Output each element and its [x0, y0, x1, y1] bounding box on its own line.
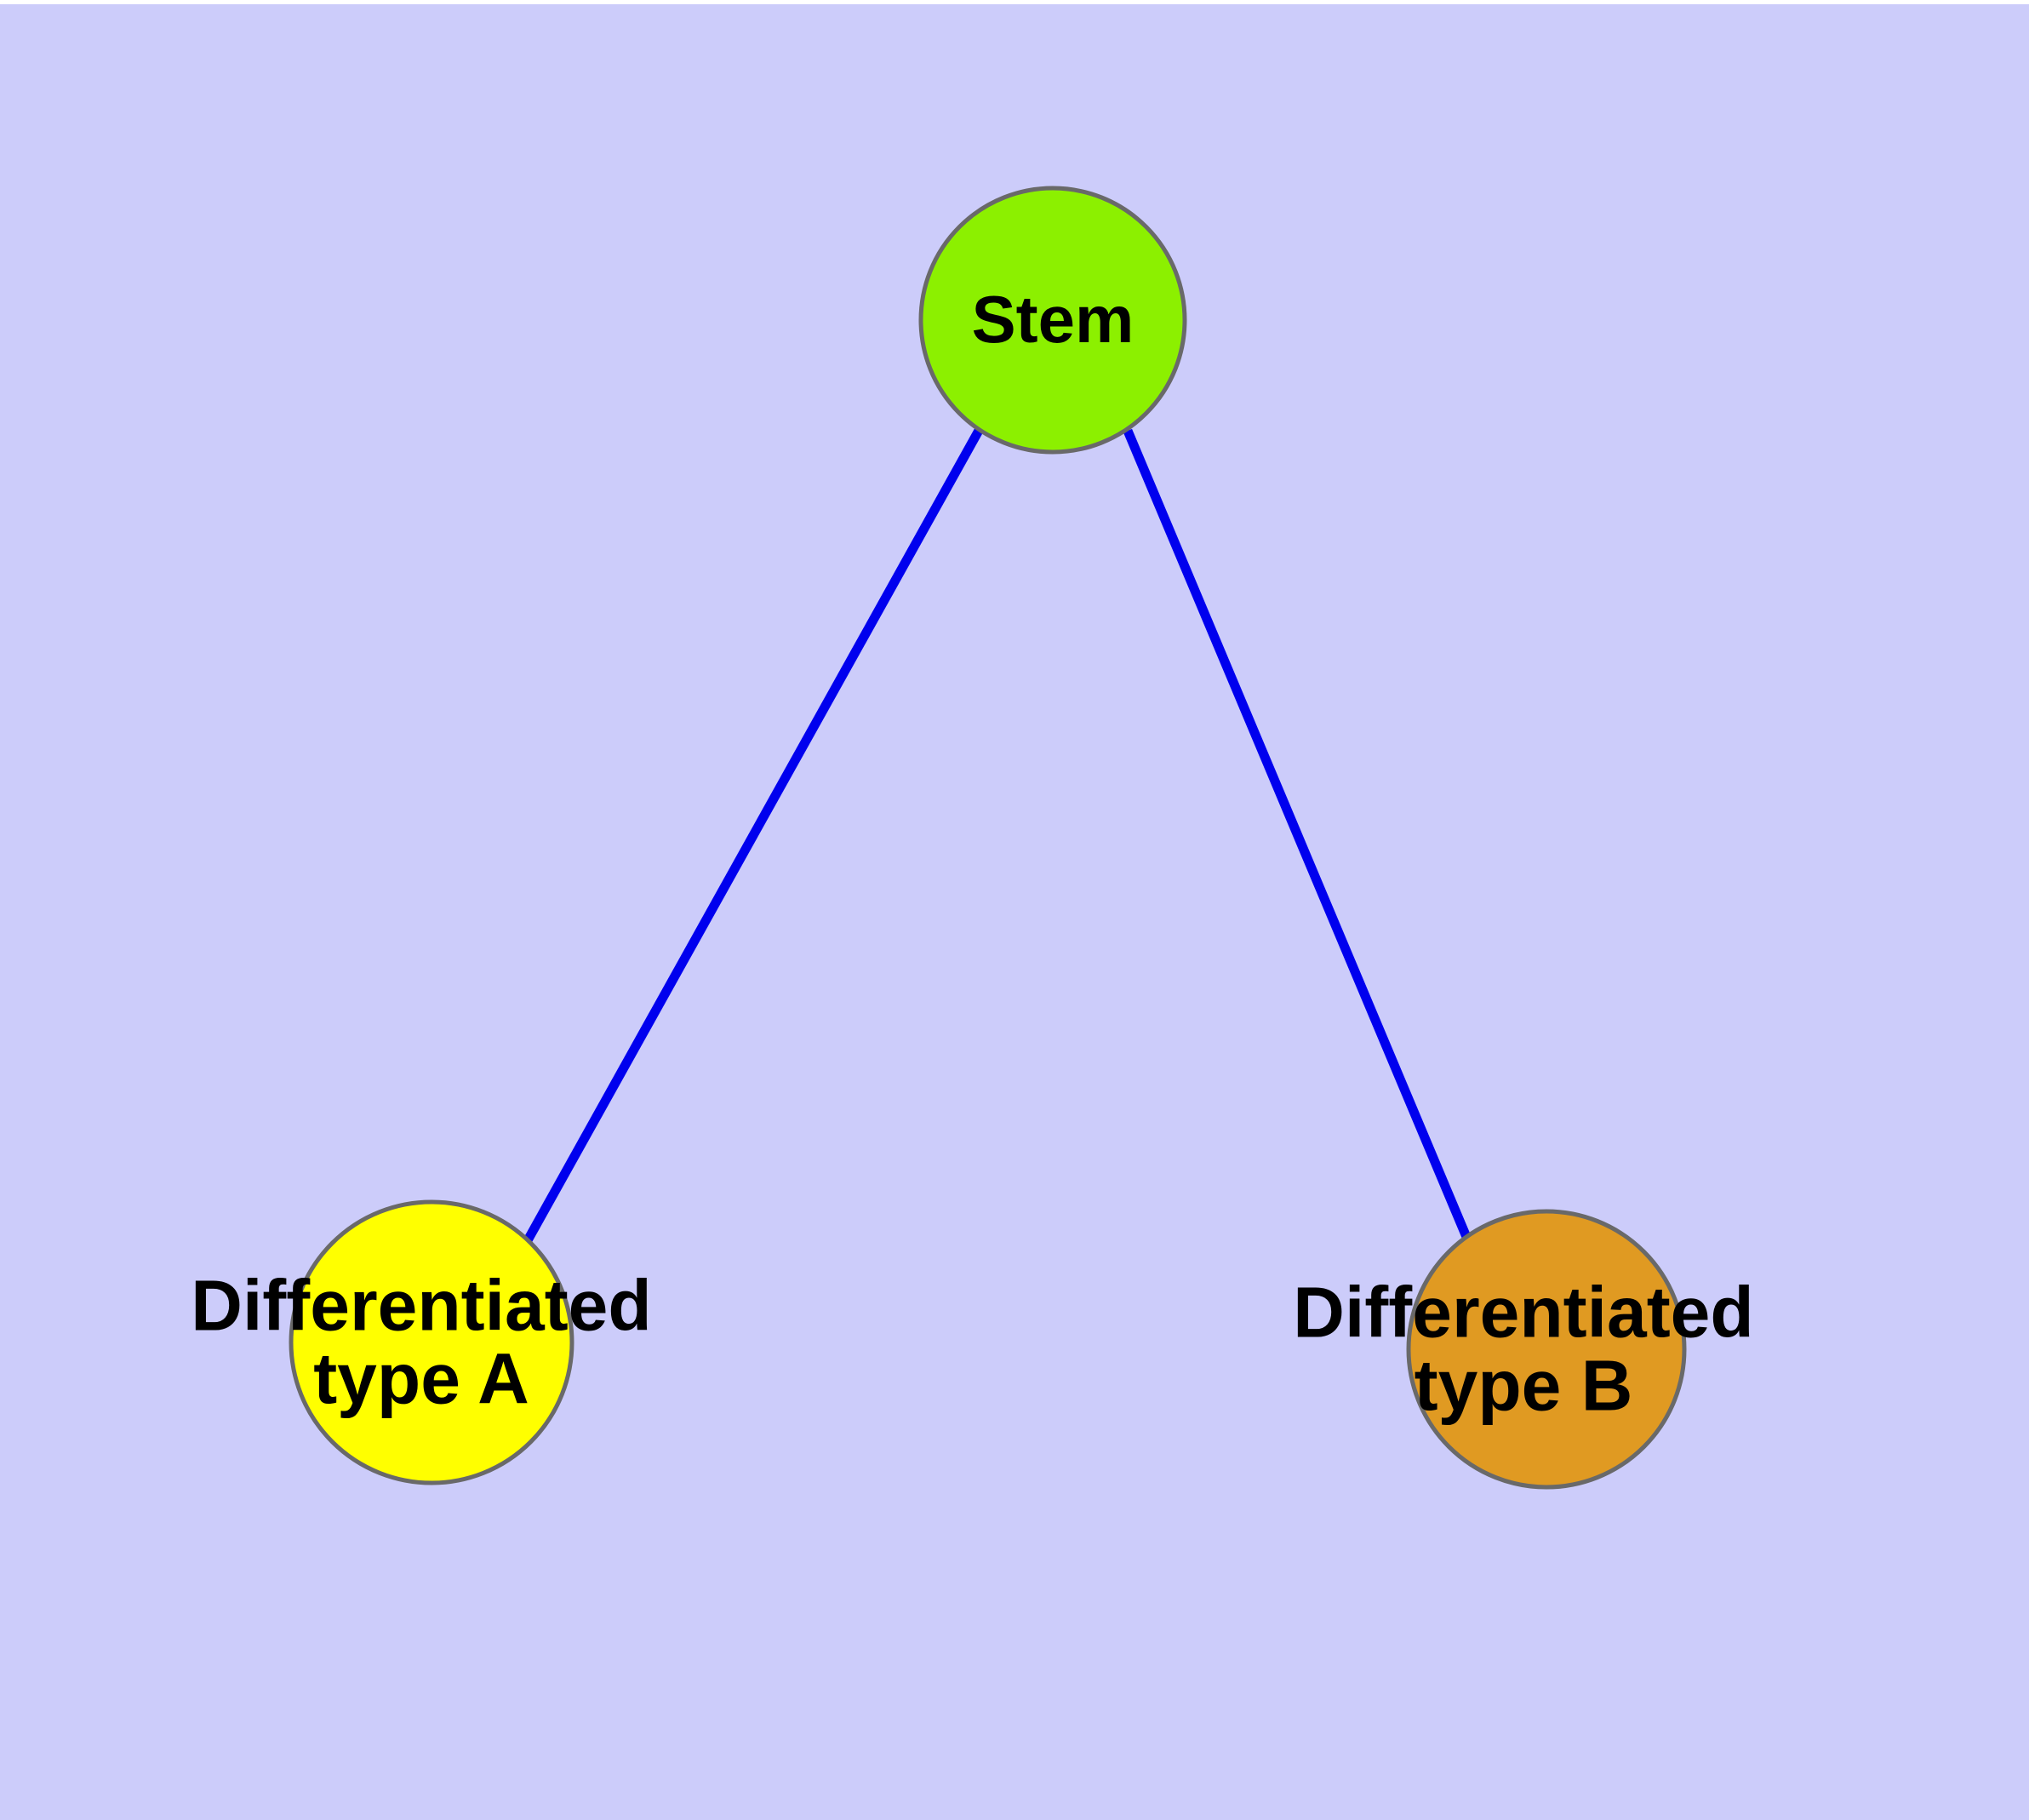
edge-stem-differentiated-type-a [523, 426, 984, 1243]
node-differentiated-type-b[interactable] [1406, 1209, 1687, 1490]
node-layer [289, 186, 1687, 1490]
edge-stem-differentiated-type-b [1123, 428, 1472, 1239]
node-differentiated-type-a[interactable] [289, 1199, 574, 1485]
edge-layer [523, 426, 1472, 1243]
node-stem[interactable] [918, 186, 1187, 455]
